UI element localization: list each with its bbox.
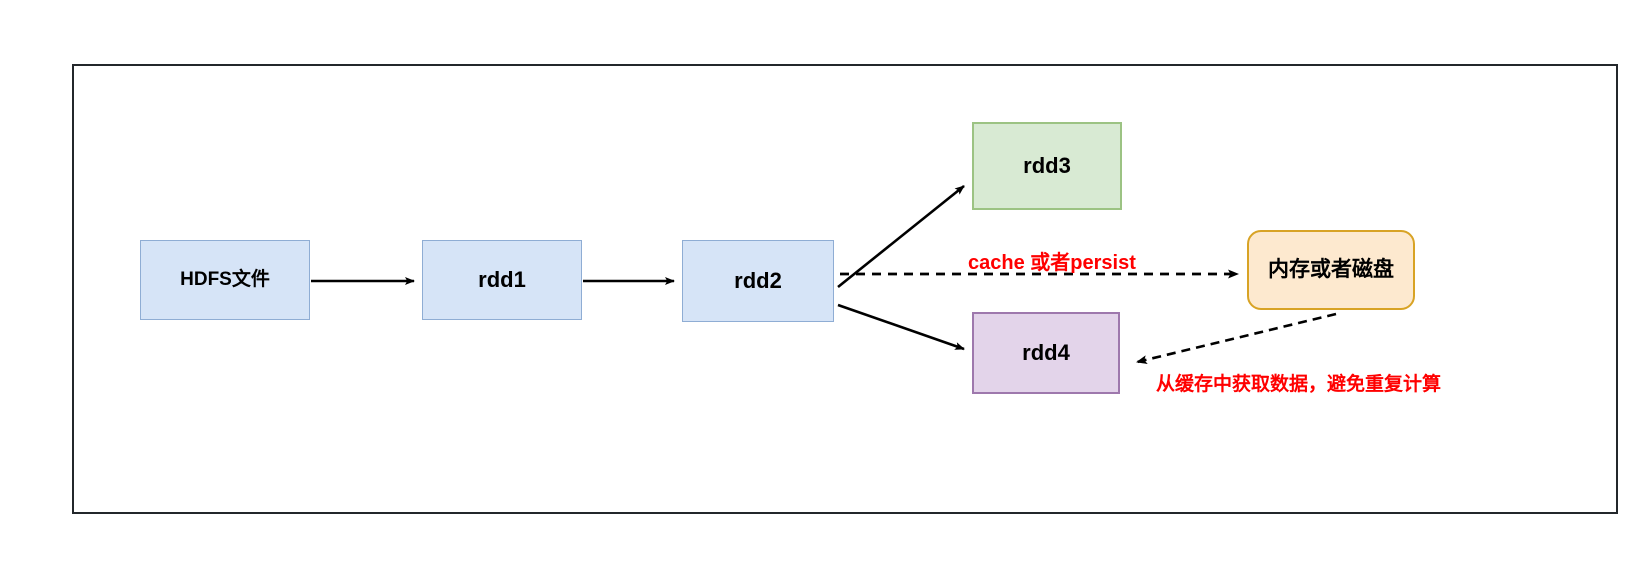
node-rdd2[interactable]: rdd2 [682, 240, 834, 322]
node-rdd4-label: rdd4 [1022, 339, 1070, 365]
diagram-frame [72, 64, 1618, 514]
node-rdd2-label: rdd2 [734, 267, 782, 293]
node-hdfs-label: HDFS文件 [180, 268, 270, 290]
node-storage-label: 内存或者磁盘 [1268, 258, 1394, 282]
node-rdd4[interactable]: rdd4 [972, 312, 1120, 394]
node-rdd1-label: rdd1 [478, 266, 526, 292]
node-hdfs[interactable]: HDFS文件 [140, 240, 310, 320]
node-rdd3[interactable]: rdd3 [972, 122, 1122, 210]
node-rdd3-label: rdd3 [1023, 152, 1071, 178]
edge-label-cache-reuse: 从缓存中获取数据，避免重复计算 [1156, 374, 1442, 395]
node-storage[interactable]: 内存或者磁盘 [1247, 230, 1415, 310]
edge-label-cache-persist: cache 或者persist [968, 252, 1136, 274]
node-rdd1[interactable]: rdd1 [422, 240, 582, 320]
